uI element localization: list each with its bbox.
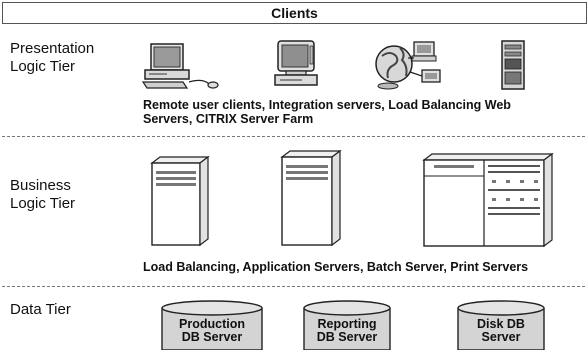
globe-network-icon [375,41,441,90]
rack-server-icon [422,152,554,248]
production-db-label-line2: DB Server [181,330,243,344]
presentation-tier-label-line2: Logic Tier [10,58,76,75]
crt-monitor-computer-icon [274,40,318,86]
presentation-caption-line2: Servers, CITRIX Server Farm [143,112,314,126]
disk-db-label: Disk DB Server [456,318,546,344]
presentation-tier-caption: Remote user clients, Integration servers… [143,98,511,126]
tier-divider [2,136,585,137]
reporting-db-label-line1: Reporting [317,317,377,331]
tier-divider [2,286,585,287]
tower-server-icon [280,149,342,247]
production-db-label: Production DB Server [160,318,264,344]
presentation-tier-label: Presentation Logic Tier [10,40,94,76]
business-tier-label-line1: Business [10,177,71,194]
desktop-computer-icon [141,43,219,89]
presentation-tier-label-line1: Presentation [10,40,95,57]
data-tier-label: Data Tier [10,301,71,318]
disk-db-label-line2: Server [481,330,521,344]
presentation-caption-line1: Remote user clients, Integration servers… [143,98,511,112]
reporting-db-label: Reporting DB Server [302,318,392,344]
reporting-db-label-line2: DB Server [316,330,378,344]
database-cylinder-icon [161,300,263,350]
tower-server-icon [501,40,525,90]
database-cylinder-icon [457,300,545,350]
clients-header: Clients [2,2,587,24]
business-tier-caption: Load Balancing, Application Servers, Bat… [143,260,529,274]
database-cylinder-icon [303,300,391,350]
disk-db-label-line1: Disk DB [477,317,525,331]
tower-server-icon [150,155,210,247]
business-tier-label-line2: Logic Tier [10,195,76,212]
production-db-label-line1: Production [179,317,245,331]
business-tier-label: Business Logic Tier [10,177,75,213]
